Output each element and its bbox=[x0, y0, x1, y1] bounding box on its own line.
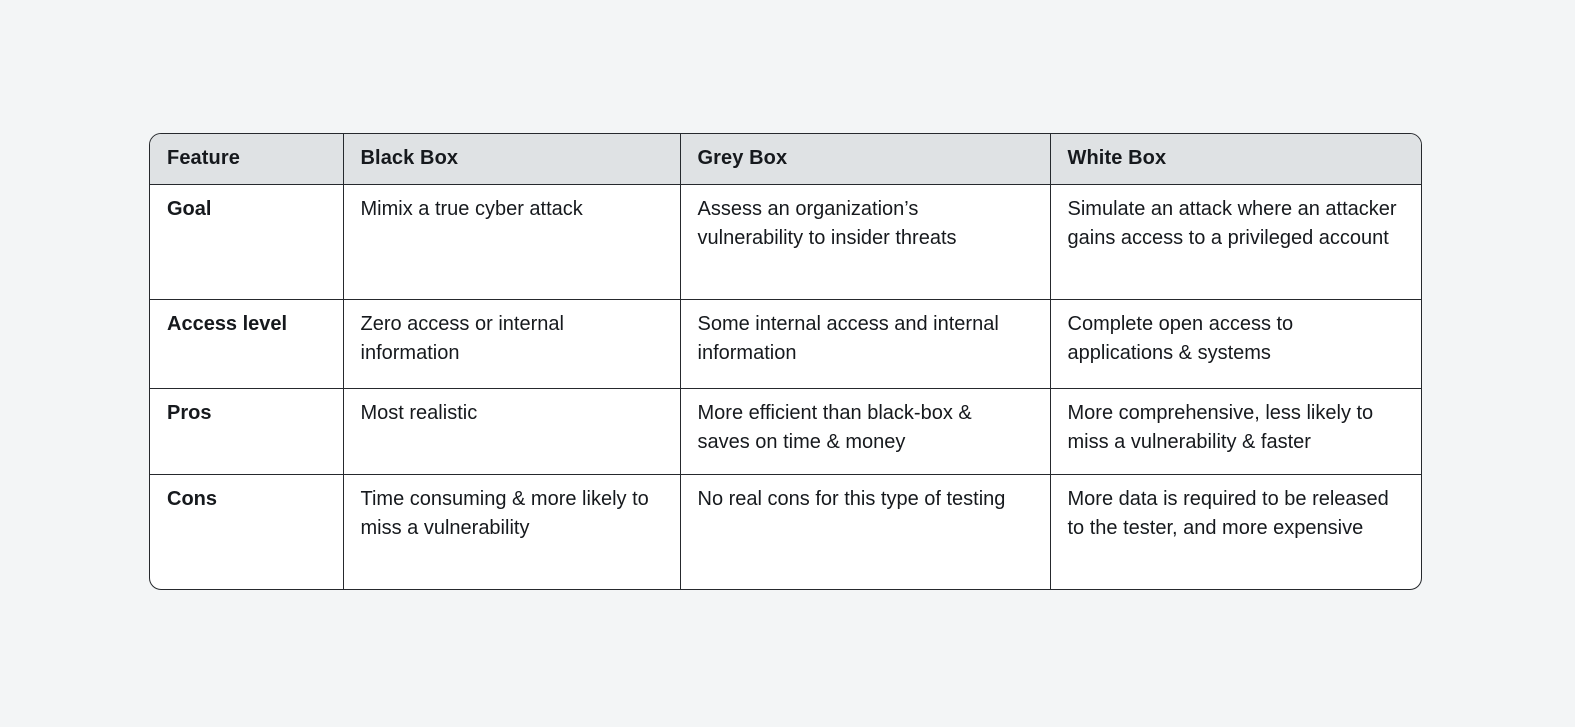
cell-pros-grey-box: More efficient than black-box & saves on… bbox=[679, 387, 1050, 474]
column-header-feature: Feature bbox=[150, 134, 343, 184]
table-row-pros: Pros Most realistic More efficient than … bbox=[150, 387, 1421, 474]
row-label-goal: Goal bbox=[150, 183, 343, 299]
cell-access-level-grey-box: Some internal access and internal inform… bbox=[679, 298, 1050, 388]
table-row-cons: Cons Time consuming & more likely to mis… bbox=[150, 473, 1421, 589]
cell-cons-grey-box: No real cons for this type of testing bbox=[679, 473, 1050, 589]
cell-access-level-black-box: Zero access or internal information bbox=[342, 298, 680, 388]
cell-cons-black-box: Time consuming & more likely to miss a v… bbox=[342, 473, 680, 589]
row-label-access-level: Access level bbox=[150, 298, 343, 388]
comparison-table-card: Feature Black Box Grey Box White Box Goa… bbox=[149, 133, 1422, 590]
row-label-pros: Pros bbox=[150, 387, 343, 474]
column-header-grey-box: Grey Box bbox=[679, 134, 1050, 184]
cell-cons-white-box: More data is required to be released to … bbox=[1049, 473, 1421, 589]
table-header-row: Feature Black Box Grey Box White Box bbox=[150, 134, 1421, 184]
column-header-black-box: Black Box bbox=[342, 134, 680, 184]
cell-goal-black-box: Mimix a true cyber attack bbox=[342, 183, 680, 299]
cell-access-level-white-box: Complete open access to applications & s… bbox=[1049, 298, 1421, 388]
cell-goal-white-box: Simulate an attack where an attacker gai… bbox=[1049, 183, 1421, 299]
column-header-white-box: White Box bbox=[1049, 134, 1421, 184]
cell-pros-white-box: More comprehensive, less likely to miss … bbox=[1049, 387, 1421, 474]
cell-pros-black-box: Most realistic bbox=[342, 387, 680, 474]
cell-goal-grey-box: Assess an organization’s vulnerability t… bbox=[679, 183, 1050, 299]
row-label-cons: Cons bbox=[150, 473, 343, 589]
table-row-access-level: Access level Zero access or internal inf… bbox=[150, 298, 1421, 388]
table-row-goal: Goal Mimix a true cyber attack Assess an… bbox=[150, 183, 1421, 299]
comparison-table: Feature Black Box Grey Box White Box Goa… bbox=[150, 134, 1421, 589]
